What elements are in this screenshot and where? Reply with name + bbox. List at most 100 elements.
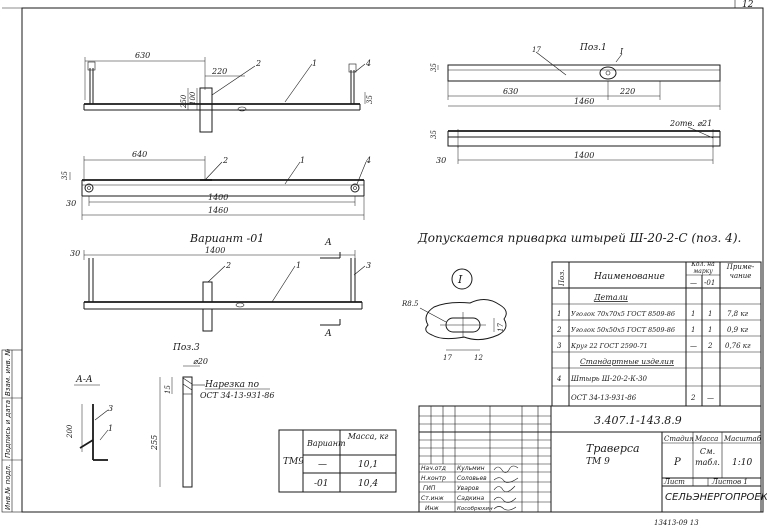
mass-mark: ТМ9 — [283, 457, 304, 467]
dim-255: 255 — [150, 435, 159, 451]
traverse-front-view: 630 220 250 100 35 2 1 4 — [83, 51, 374, 133]
svg-text:2: 2 — [255, 59, 261, 68]
pt-row3-pos: 3 — [557, 342, 562, 350]
dim-30-a: 30 — [66, 199, 76, 208]
stamp-stage-label: Стадия — [664, 435, 694, 443]
pt-row4-pos: 4 — [556, 375, 561, 383]
pt-row1-pos: 1 — [557, 310, 561, 318]
dim-630-b: 630 — [503, 87, 518, 96]
dim-100: 100 — [189, 91, 197, 105]
pos-1-view: Поз.1 I 17 630 220 1460 35 2отв. ⌀21 140… — [430, 43, 721, 165]
pt-row3-a: — — [690, 342, 697, 350]
dim-1460-b: 1460 — [574, 97, 594, 106]
sig-role-2: Н.контр — [421, 475, 446, 482]
pt-row3-b: 2 — [707, 342, 713, 350]
section-mark-bottom: А — [324, 329, 332, 339]
pt-header-qty-a: — — [690, 279, 697, 287]
mass-header-variant: Вариант — [306, 439, 346, 448]
stamp-stage-value: Р — [673, 457, 681, 468]
dim-17-c: 17 — [443, 354, 452, 362]
section-label: А-А — [75, 375, 93, 385]
dim-35-c: 35 — [430, 63, 438, 72]
bottom-code: 13413-09 13 — [654, 519, 699, 527]
dim-220: 220 — [211, 67, 227, 76]
dim-d20: ⌀20 — [193, 357, 208, 366]
dim-1460-a: 1460 — [208, 206, 228, 215]
pt-row1-a: 1 — [691, 310, 695, 318]
doc-code: 3.407.1-143.8.9 — [594, 414, 682, 427]
pt-row1-b: 1 — [708, 310, 712, 318]
sig-role-5: Инж — [425, 505, 439, 512]
dim-630: 630 — [135, 51, 150, 60]
pt-section-details: Детали — [593, 293, 628, 302]
pt-header-name: Наименование — [593, 272, 665, 282]
pos1-label: Поз.1 — [579, 43, 607, 53]
dim-15: 15 — [164, 385, 172, 394]
dim-r85: R8.5 — [401, 300, 419, 308]
pt-row2-a: 1 — [691, 326, 695, 334]
thread-label: Нарезка по — [204, 380, 260, 390]
pt-header-qty: Кол. на марку — [691, 262, 715, 275]
section-a-a: А-А 200 3 1 — [66, 375, 113, 461]
svg-text:3: 3 — [108, 404, 113, 413]
pos-3-view: Поз.3 ⌀20 15 255 Нарезка по ОСТ 34-13-93… — [150, 343, 274, 488]
svg-text:1: 1 — [312, 59, 317, 68]
dim-35-b: 35 — [61, 171, 69, 180]
dim-1400-c: 1400 — [574, 151, 594, 160]
dim-d17: 17 — [532, 46, 541, 54]
sig-role-4: Ст.инж — [421, 495, 444, 502]
sheet-number: 12 — [742, 0, 754, 10]
pt-row1-name: Уголок 70х70х5 ГОСТ 8509-86 — [571, 310, 675, 318]
mass-row-2-variant: -01 — [314, 479, 329, 489]
sig-name-5: Кособрюхин — [457, 506, 493, 512]
dim-holes: 2отв. ⌀21 — [669, 119, 712, 128]
pt-row2-b: 1 — [708, 326, 712, 334]
binding-strip: Инв.№ подл. Подпись и дата Взам. инв. № — [1, 348, 23, 513]
organization-name: СЕЛЬЭНЕРГОПРОЕКТ — [665, 492, 767, 503]
parts-table: Поз. Наименование Кол. на марку — -01 Пр… — [551, 261, 762, 407]
mass-row-1-value: 10,1 — [358, 460, 378, 470]
variant-label: Вариант -01 — [189, 232, 264, 245]
pt-row2-name: Уголок 50х50х5 ГОСТ 8509-86 — [571, 326, 675, 334]
pt-header-qty-b: -01 — [704, 279, 715, 287]
pt-row3-note: 0,76 кг — [725, 342, 751, 350]
sig-role-1: Нач.отд — [421, 465, 446, 472]
pt-section-standard: Стандартные изделия — [580, 357, 674, 366]
mass-row-1-variant: — — [318, 460, 327, 470]
title-block: Нач.отд Кульмин Н.контр Соловьев ГИП Ува… — [418, 405, 767, 513]
side-label-replace: Взам. инв. № — [4, 348, 12, 396]
dim-1400-b: 1400 — [205, 246, 225, 255]
pt-row4-name: Штырь Ш-20-2-К-30 — [570, 375, 648, 383]
pt-row3-name: Круг 22 ГОСТ 2590-71 — [570, 342, 648, 350]
pt-row1-note: 7,8 кг — [727, 310, 749, 318]
pt-header-pos: Поз. — [558, 270, 566, 287]
sig-name-4: Садкина — [457, 495, 484, 502]
mass-row-2-value: 10,4 — [358, 479, 378, 489]
stamp-sheets-label: Листов 1 — [711, 478, 748, 486]
dim-30-b: 30 — [70, 249, 80, 258]
weld-note: Допускается приварка штырей Ш-20-2-С (по… — [417, 231, 741, 245]
pt-row2-note: 0,9 кг — [727, 326, 749, 334]
sig-role-3: ГИП — [423, 485, 436, 492]
stamp-scale-label: Масштаб — [723, 435, 762, 443]
thread-std: ОСТ 34-13-931-86 — [200, 391, 274, 400]
side-label-inv: Инв.№ подл. — [4, 464, 12, 510]
dim-1400-a: 1400 — [208, 193, 228, 202]
dim-17-b: 17 — [497, 323, 505, 332]
svg-text:4: 4 — [365, 59, 371, 68]
svg-text:1: 1 — [108, 424, 113, 433]
svg-text:4: 4 — [365, 156, 371, 165]
pt-row2-pos: 2 — [556, 326, 562, 334]
pos3-label: Поз.3 — [172, 343, 200, 353]
pt-row5-b: — — [707, 394, 714, 402]
svg-text:2: 2 — [222, 156, 228, 165]
pt-header-note: Приме- чание — [726, 263, 755, 280]
svg-text:3: 3 — [366, 261, 371, 270]
pt-row5-name: ОСТ 34-13-931-86 — [571, 394, 637, 402]
stamp-scale-value: 1:10 — [732, 458, 752, 468]
stamp-mass-value: См. табл. — [695, 447, 720, 467]
svg-text:1: 1 — [296, 261, 301, 270]
detail-i: I R8.5 17 17 12 — [401, 268, 507, 362]
mass-header-mass: Масса, кг — [347, 432, 389, 441]
